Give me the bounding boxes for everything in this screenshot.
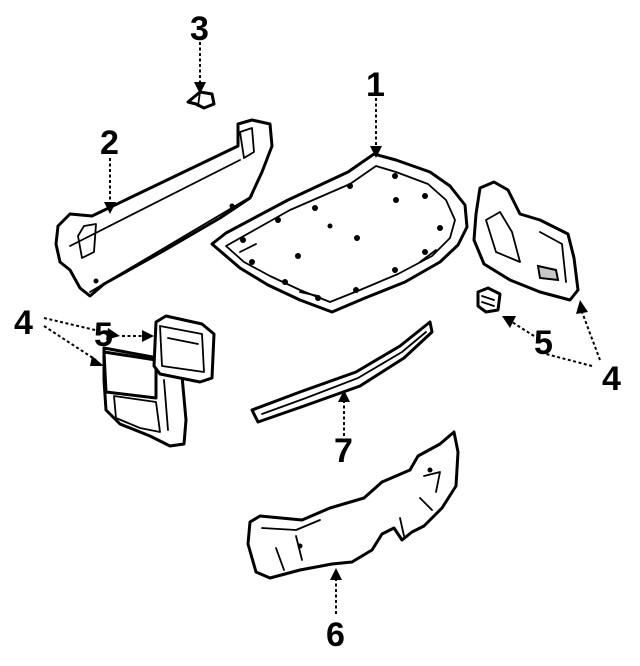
callout-4-right: 4 [602, 360, 621, 398]
callout-labels: 1 2 3 4 5 5 4 7 6 [14, 10, 621, 654]
trunk-lid-liner [210, 152, 469, 314]
leader-lines [43, 42, 601, 614]
callout-5-left: 5 [94, 316, 113, 354]
callout-5-right: 5 [534, 324, 553, 362]
callout-1: 1 [366, 66, 385, 104]
callout-2: 2 [100, 124, 119, 162]
callout-6: 6 [326, 616, 345, 654]
rear-shelf-panel [54, 118, 274, 298]
sill-strip [250, 320, 434, 424]
clip [186, 90, 216, 110]
pocket-right [476, 286, 502, 314]
trunk-floor-mat [246, 430, 460, 580]
callout-3: 3 [190, 10, 209, 48]
quarter-trim-right [472, 180, 580, 302]
callout-7: 7 [334, 432, 353, 470]
pocket-left [152, 314, 216, 384]
callout-4-left: 4 [14, 304, 33, 342]
